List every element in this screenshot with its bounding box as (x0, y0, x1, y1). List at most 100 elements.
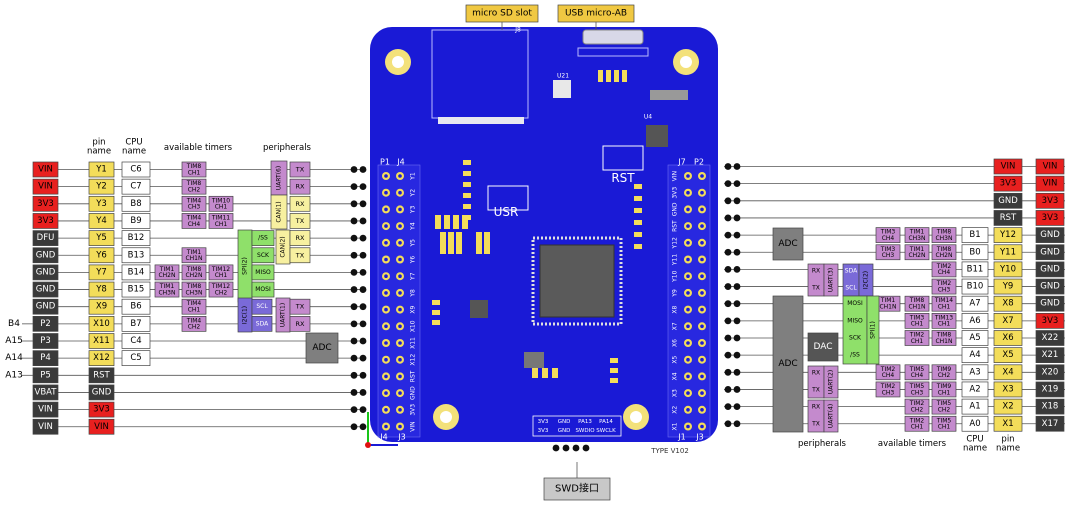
adc-left-box (305, 332, 339, 364)
right-timer-box (931, 278, 957, 295)
left-pin-dot (350, 303, 358, 311)
right-cpu-label: B10 (967, 282, 984, 292)
right-timer-box-label: CH4 (911, 372, 924, 379)
left-timer-box (181, 264, 207, 281)
left-cpu-label: B15 (128, 285, 145, 295)
right-timer-box (931, 381, 957, 398)
can2-label: CAN(2) (280, 236, 287, 257)
uart4-tx: TX (811, 421, 820, 428)
left-ext-box (32, 247, 59, 264)
right-timer-box-label: CH1 (911, 338, 924, 345)
usr-silk: USR (494, 205, 519, 219)
right-timer-box-label: TIM2 (936, 280, 952, 287)
right-pin-dot (733, 248, 741, 256)
right-pin-label: Y10 (999, 264, 1016, 274)
left-timer-box-label: TIM8 (186, 180, 202, 187)
board-right-pin-label: X3 (672, 389, 679, 397)
left-pin-dot (359, 303, 367, 311)
left-timer-box-label: CH2 (188, 186, 201, 193)
left-timer-box-label: TIM12 (211, 266, 230, 273)
board-right-pin-label: GND (672, 202, 679, 216)
board-right-hole-inner (700, 374, 704, 379)
right-ext-box (1035, 364, 1065, 381)
board-left-hole-inner (398, 307, 402, 312)
right-ext-box (1035, 398, 1065, 415)
board-right-pin-label: Y10 (672, 270, 679, 282)
header-timers-right: available timers (878, 439, 947, 449)
board-right-pin-label: Y11 (672, 254, 679, 266)
right-cpu-box (961, 261, 989, 278)
swd-pin-silk: PA14 (599, 419, 613, 425)
board-right-pin-label: X6 (672, 339, 679, 347)
right-timer-box (931, 244, 957, 261)
right-pin-dot (724, 214, 732, 222)
right-timer-box-label: TIM5 (936, 400, 952, 407)
right-pin-dot (733, 386, 741, 393)
can2-rx: RX (296, 234, 306, 242)
board-left-hole-inner (384, 224, 388, 228)
swd-pin-silk-2: GND (558, 428, 571, 434)
silk-j3-right: J3 (695, 433, 703, 442)
board-right-hole-inner (686, 224, 690, 228)
uart4-label: UART(4) (828, 404, 835, 428)
right-timer-box-label: CH2 (938, 372, 951, 379)
board-left-hole-inner (398, 174, 402, 178)
u6-chip (524, 352, 544, 368)
right-pin-label: RST (1000, 213, 1017, 223)
right-timer-box-label: TIM1 (880, 297, 896, 304)
right-pin-label: GND (998, 196, 1018, 206)
right-pin-label: X4 (1002, 367, 1013, 377)
left-pin-dot (359, 406, 367, 413)
right-cpu-box (961, 244, 989, 261)
left-ext-box (32, 213, 59, 229)
right-pin-label: X2 (1002, 402, 1013, 412)
mcu-pins (531, 236, 623, 326)
left-pin-dot (359, 337, 367, 345)
right-timer-box (904, 415, 930, 432)
right-ext-box (1035, 278, 1065, 295)
uart1-box (275, 297, 291, 333)
board-right-hole-inner (686, 424, 690, 429)
left-pin-label: Y2 (95, 182, 107, 192)
can1-label: CAN(1) (276, 201, 283, 222)
board-right-hole-inner (700, 207, 704, 212)
right-timer-box-label: TIM8 (936, 332, 952, 339)
left-pin-label: GND (92, 387, 112, 397)
right-pin-dot (724, 163, 732, 170)
board-right-hole-inner (700, 274, 704, 279)
left-pin-box (88, 281, 115, 298)
right-pin-box (993, 210, 1023, 226)
left-pin-label: Y7 (95, 267, 107, 277)
right-pin-dot (733, 368, 741, 376)
left-timer-box (154, 281, 180, 298)
left-ext-box (32, 418, 59, 435)
uart2-tx: TX (811, 387, 820, 394)
adc-right-top-label: ADC (778, 239, 797, 249)
left-ext-label: VIN (38, 422, 53, 432)
right-pin-box (993, 158, 1023, 175)
can2-tx-box (289, 247, 311, 264)
swd-pin-silk-2: 3V3 (538, 428, 549, 434)
board-left-pin-label: 3V3 (410, 404, 417, 416)
board-right-hole-inner (686, 207, 690, 212)
left-timer-box (181, 195, 207, 212)
right-timer-box-label: TIM5 (936, 417, 952, 424)
silk-j4-bottom: J4 (379, 433, 387, 442)
swd-pin-dot (552, 444, 560, 452)
board-right-hole-inner (686, 291, 690, 295)
left-pin-label: X9 (96, 302, 107, 312)
right-cpu-label: A1 (969, 402, 980, 412)
left-ext-box (32, 384, 59, 401)
right-pin-dot (724, 300, 732, 308)
board-left-pin-label: Y5 (410, 239, 417, 248)
can1-rx-box (289, 195, 311, 212)
header-cpu-name: name (122, 146, 146, 156)
uart6-tx: TX (295, 166, 305, 174)
left-timer-box-label: TIM4 (186, 214, 202, 221)
right-cpu-box (961, 278, 989, 295)
right-ext-box (1035, 313, 1065, 329)
left-timer-box-label: CH1 (215, 272, 228, 279)
right-cpu-box (961, 381, 989, 398)
i2c1-pin-label: SCL (256, 303, 268, 310)
right-ext-label: GND (1040, 264, 1060, 274)
